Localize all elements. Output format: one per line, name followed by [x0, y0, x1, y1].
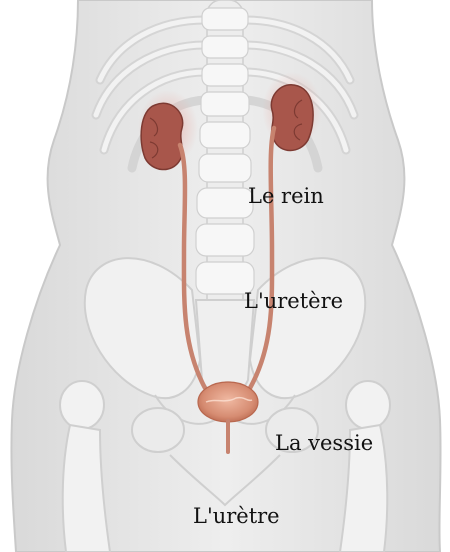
spine [196, 0, 254, 330]
label-bladder: La vessie [275, 433, 373, 454]
label-ureter: L'uretère [244, 291, 343, 312]
bladder [198, 382, 258, 422]
label-urethra: L'urètre [193, 506, 280, 527]
label-kidney: Le rein [248, 186, 324, 207]
